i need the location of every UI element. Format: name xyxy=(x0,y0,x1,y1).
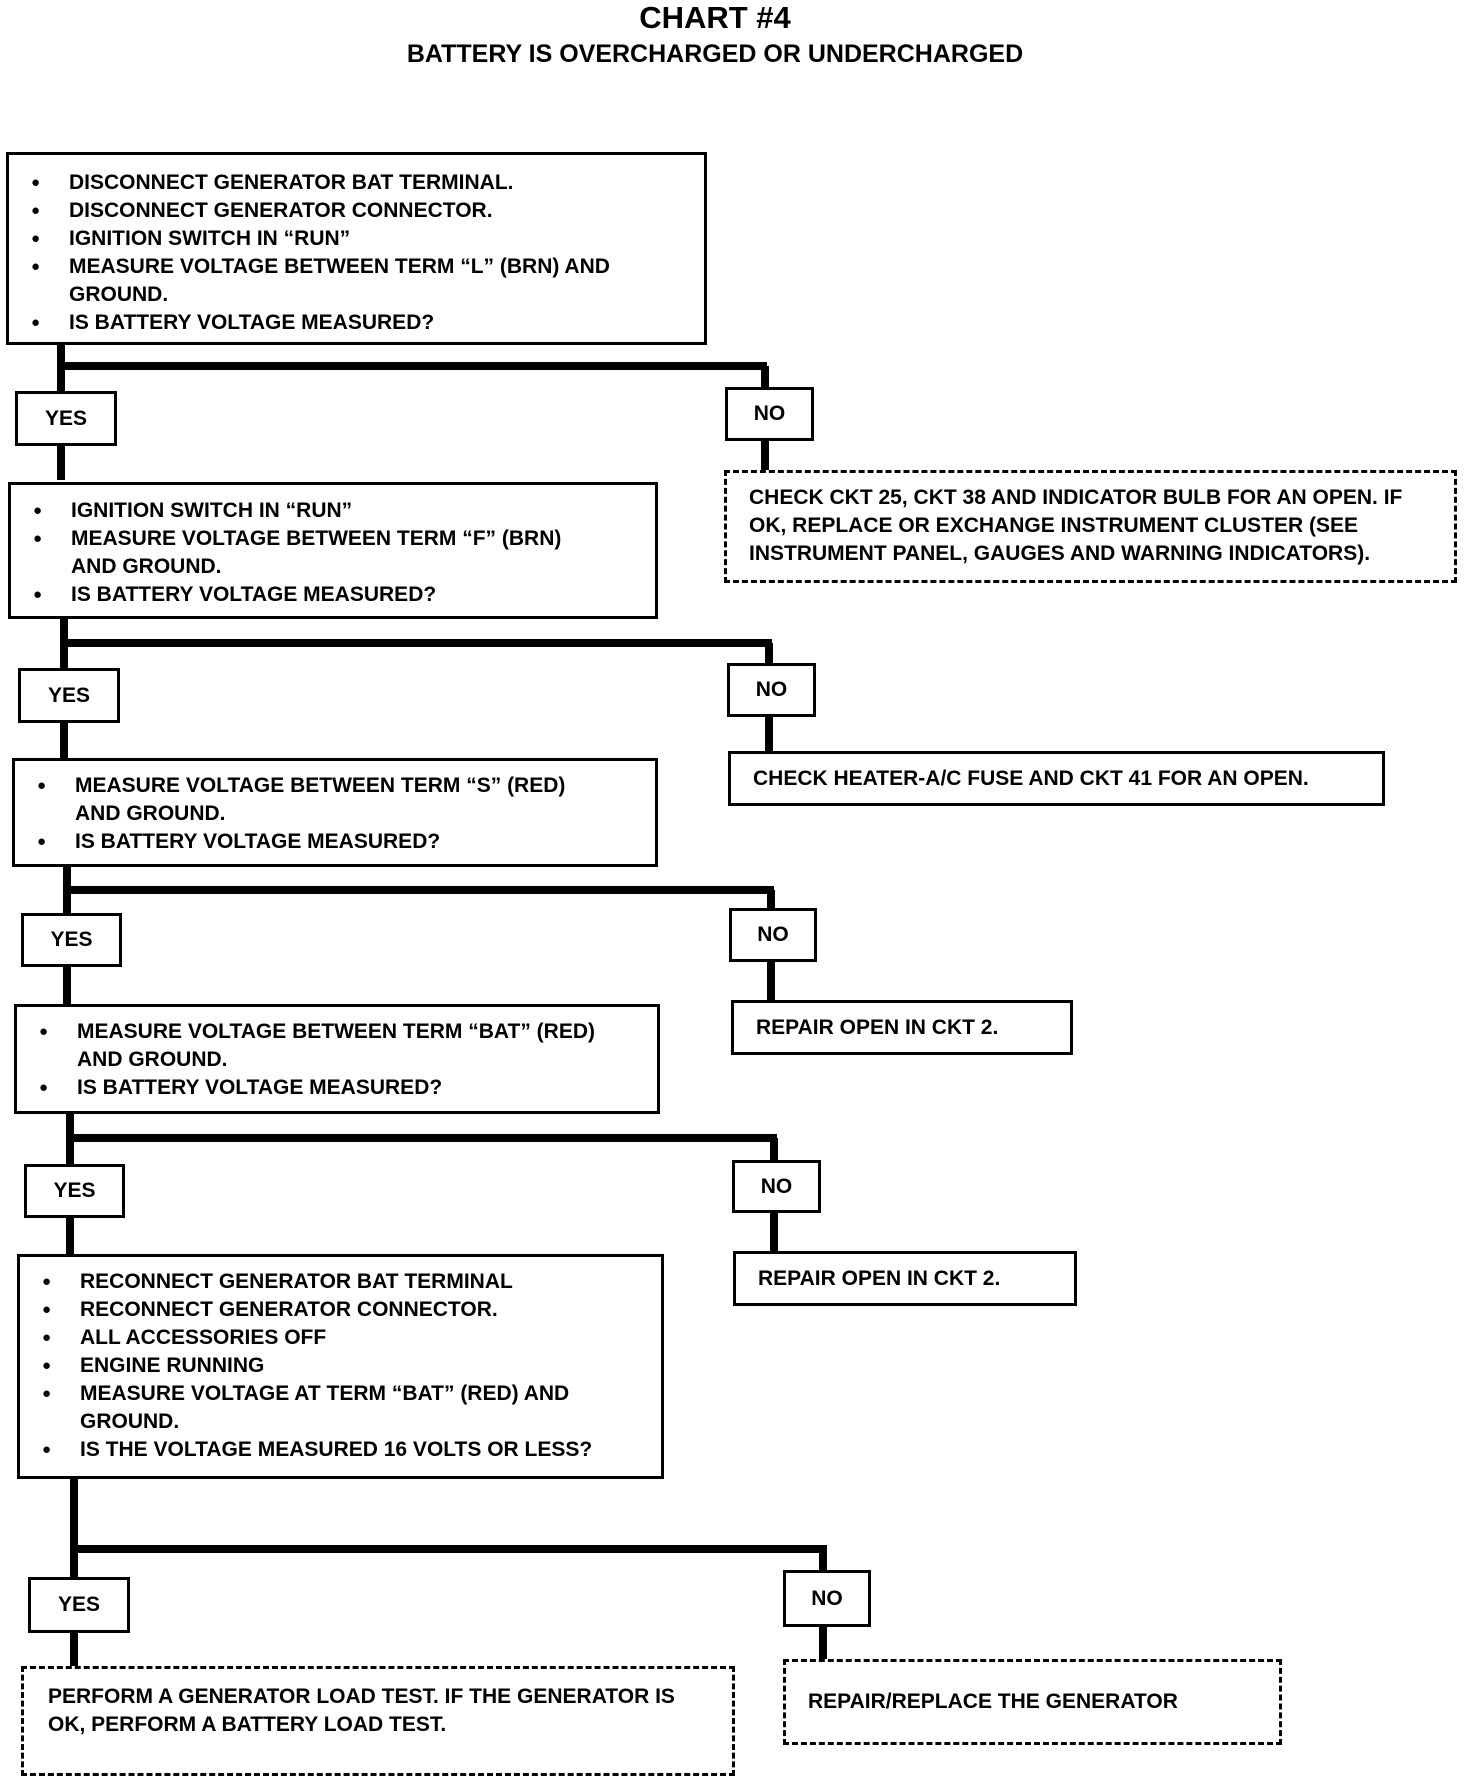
chart-title: CHART #4 xyxy=(639,0,791,35)
step-1-item: DISCONNECT GENERATOR CONNECTOR. xyxy=(9,197,704,225)
step-2-item: IS BATTERY VOLTAGE MEASURED? xyxy=(11,581,655,609)
yes-label: YES xyxy=(24,1164,125,1218)
step-box-5: RECONNECT GENERATOR BAT TERMINAL RECONNE… xyxy=(17,1254,664,1479)
step-5-item: ENGINE RUNNING xyxy=(20,1352,661,1380)
step-1-item: IS BATTERY VOLTAGE MEASURED? xyxy=(9,309,704,337)
step-2-item: MEASURE VOLTAGE BETWEEN TERM “F” (BRN) A… xyxy=(11,525,655,581)
no-label: NO xyxy=(725,387,814,441)
outcome-yes-5-text: PERFORM A GENERATOR LOAD TEST. IF THE GE… xyxy=(48,1685,675,1736)
outcome-no-5-text: REPAIR/REPLACE THE GENERATOR xyxy=(808,1690,1178,1713)
yes-label: YES xyxy=(15,391,117,446)
outcome-no-3: REPAIR OPEN IN CKT 2. xyxy=(731,1000,1073,1055)
step-5-item: ALL ACCESSORIES OFF xyxy=(20,1324,661,1352)
step-box-2: IGNITION SWITCH IN “RUN” MEASURE VOLTAGE… xyxy=(8,482,658,619)
step-2-item: IGNITION SWITCH IN “RUN” xyxy=(11,497,655,525)
step-4-item: MEASURE VOLTAGE BETWEEN TERM “BAT” (RED)… xyxy=(17,1018,657,1074)
outcome-no-1-text: CHECK CKT 25, CKT 38 AND INDICATOR BULB … xyxy=(749,486,1403,565)
step-box-1: DISCONNECT GENERATOR BAT TERMINAL. DISCO… xyxy=(6,152,707,345)
no-label: NO xyxy=(783,1570,871,1627)
step-box-4: MEASURE VOLTAGE BETWEEN TERM “BAT” (RED)… xyxy=(14,1004,660,1114)
step-4-item: IS BATTERY VOLTAGE MEASURED? xyxy=(17,1074,657,1102)
yes-label: YES xyxy=(18,668,120,723)
chart-subtitle: BATTERY IS OVERCHARGED OR UNDERCHARGED xyxy=(406,40,1024,68)
outcome-no-1: CHECK CKT 25, CKT 38 AND INDICATOR BULB … xyxy=(724,470,1457,583)
yes-label: YES xyxy=(21,913,122,967)
step-1-item: MEASURE VOLTAGE BETWEEN TERM “L” (BRN) A… xyxy=(9,253,704,309)
outcome-yes-5: PERFORM A GENERATOR LOAD TEST. IF THE GE… xyxy=(21,1666,735,1776)
no-label: NO xyxy=(727,663,816,717)
step-box-3: MEASURE VOLTAGE BETWEEN TERM “S” (RED) A… xyxy=(12,758,658,867)
outcome-no-2: CHECK HEATER-A/C FUSE AND CKT 41 FOR AN … xyxy=(728,751,1385,806)
outcome-no-3-text: REPAIR OPEN IN CKT 2. xyxy=(756,1015,999,1039)
outcome-no-4: REPAIR OPEN IN CKT 2. xyxy=(733,1251,1077,1306)
no-label: NO xyxy=(732,1160,821,1213)
step-5-item: MEASURE VOLTAGE AT TERM “BAT” (RED) AND … xyxy=(20,1380,661,1436)
step-3-item: MEASURE VOLTAGE BETWEEN TERM “S” (RED) A… xyxy=(15,772,655,828)
step-1-item: IGNITION SWITCH IN “RUN” xyxy=(9,225,704,253)
step-1-item: DISCONNECT GENERATOR BAT TERMINAL. xyxy=(9,169,704,197)
step-3-item: IS BATTERY VOLTAGE MEASURED? xyxy=(15,828,655,856)
outcome-no-4-text: REPAIR OPEN IN CKT 2. xyxy=(758,1266,1001,1290)
step-5-item: RECONNECT GENERATOR BAT TERMINAL xyxy=(20,1268,661,1296)
no-label: NO xyxy=(729,908,817,962)
outcome-no-5: REPAIR/REPLACE THE GENERATOR xyxy=(783,1659,1282,1745)
yes-label: YES xyxy=(28,1577,130,1633)
step-5-item: RECONNECT GENERATOR CONNECTOR. xyxy=(20,1296,661,1324)
outcome-no-2-text: CHECK HEATER-A/C FUSE AND CKT 41 FOR AN … xyxy=(753,766,1309,790)
step-5-item: IS THE VOLTAGE MEASURED 16 VOLTS OR LESS… xyxy=(20,1436,661,1464)
